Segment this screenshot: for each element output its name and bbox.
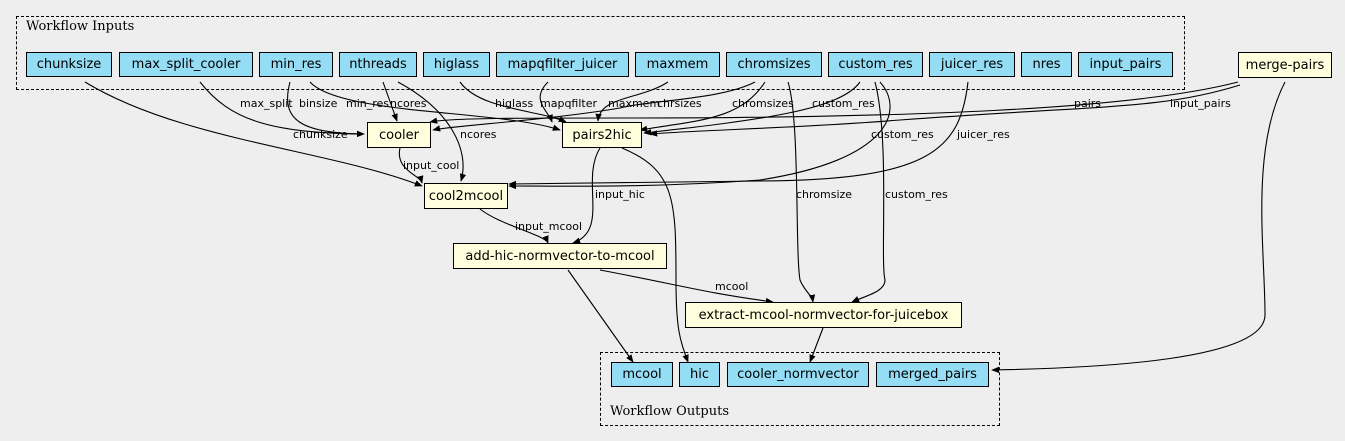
edge-mapqfilter-pairs2hic	[539, 81, 553, 123]
edge-merge-pairs-merged-pairs	[991, 81, 1286, 374]
label-ncores-cool2mcool: ncores	[460, 128, 497, 141]
input-max-split-cooler[interactable]: max_split_cooler	[119, 52, 253, 77]
edge-higlass-pairs2hic	[459, 81, 567, 123]
step-pairs2hic[interactable]: pairs2hic	[562, 122, 642, 148]
workflow-outputs-title: Workflow Outputs	[610, 404, 729, 419]
label-input-hic: input_hic	[595, 188, 645, 201]
edge-cooler-cool2mcool	[398, 147, 424, 184]
edge-chunksize-cool2mcool	[84, 81, 423, 187]
label-min-res: min_res	[346, 97, 389, 110]
edge-juicer-res-cool2mcool	[508, 81, 969, 188]
edge-input-pairs-pairs2hic	[649, 84, 1241, 137]
edge-pairs2hic-hic	[621, 147, 689, 363]
label-custom-res-cool2mcool: custom_res	[871, 128, 934, 141]
edge-custom-res-extract	[851, 81, 886, 303]
workflow-inputs-title: Workflow Inputs	[26, 19, 135, 34]
step-merge-pairs[interactable]: merge-pairs	[1238, 52, 1332, 78]
output-hic[interactable]: hic	[679, 362, 720, 387]
edge-min-res-cooler	[287, 81, 365, 138]
label-maxmem: maxmem	[608, 97, 660, 110]
edge-nthreads-cooler	[382, 81, 398, 122]
label-juicer-res: juicer_res	[956, 128, 1010, 141]
input-chunksize[interactable]: chunksize	[26, 52, 112, 77]
step-cooler[interactable]: cooler	[367, 122, 431, 148]
input-mapqfilter-juicer[interactable]: mapqfilter_juicer	[496, 52, 629, 77]
label-chunksize: chunksize	[293, 128, 348, 141]
label-pairs: pairs	[1074, 97, 1101, 110]
label-chromsizes: chromsizes	[732, 97, 794, 110]
input-min-res[interactable]: min_res	[259, 52, 333, 77]
label-ncores-cooler: ncores	[390, 97, 427, 110]
label-input-pairs: input_pairs	[1170, 97, 1231, 110]
edge-custom-res-pairs2hic	[643, 81, 861, 136]
edge-extract-cooler-normvector	[809, 327, 824, 363]
step-add-hic-normvector-to-mcool[interactable]: add-hic-normvector-to-mcool	[453, 243, 667, 269]
label-custom-res-extract: custom_res	[885, 188, 948, 201]
step-cool2mcool[interactable]: cool2mcool	[424, 183, 508, 209]
edge-custom-res-cool2mcool	[508, 81, 891, 190]
input-input-pairs[interactable]: input_pairs	[1078, 52, 1173, 77]
edge-cool2mcool-add-hic	[479, 208, 549, 244]
output-mcool[interactable]: mcool	[611, 362, 673, 387]
workflow-outputs-cluster	[600, 352, 1000, 426]
edge-chromsizes-extract	[787, 81, 816, 303]
label-chrsizes: chrsizes	[657, 97, 702, 110]
edge-chromsizes-pairs2hic	[639, 81, 766, 132]
edge-add-hic-mcool	[567, 269, 634, 363]
edge-maxmem-pairs2hic	[595, 81, 669, 122]
workflow-inputs-cluster	[16, 16, 1185, 90]
label-max-split: max_split	[240, 97, 293, 110]
input-nres[interactable]: nres	[1021, 52, 1072, 77]
label-input-mcool: input_mcool	[515, 220, 582, 233]
edge-max-split-cooler	[199, 81, 365, 138]
label-binsize: binsize	[299, 97, 338, 110]
label-custom-res-pairs2hic: custom_res	[812, 97, 875, 110]
input-custom-res[interactable]: custom_res	[828, 52, 923, 77]
label-input-cool: input_cool	[403, 159, 459, 172]
step-extract-mcool-normvector-for-juicebox[interactable]: extract-mcool-normvector-for-juicebox	[685, 302, 962, 328]
label-mapqfilter: mapqfilter	[540, 97, 597, 110]
input-higlass[interactable]: higlass	[423, 52, 490, 77]
edge-add-hic-extract	[599, 269, 774, 305]
edge-min-res-pairs2hic	[309, 81, 561, 131]
edge-pairs2hic-add-hic	[572, 147, 601, 244]
input-maxmem[interactable]: maxmem	[635, 52, 720, 77]
output-cooler-normvector[interactable]: cooler_normvector	[727, 362, 869, 387]
input-chromsizes[interactable]: chromsizes	[726, 52, 822, 77]
label-mcool: mcool	[715, 280, 748, 293]
label-higlass: higlass	[495, 97, 534, 110]
input-nthreads[interactable]: nthreads	[339, 52, 417, 77]
label-chromsize: chromsize	[796, 188, 852, 201]
output-merged-pairs[interactable]: merged_pairs	[876, 362, 989, 387]
edge-chromsizes-cooler	[432, 81, 756, 132]
input-juicer-res[interactable]: juicer_res	[929, 52, 1015, 77]
edge-nthreads-cool2mcool	[397, 81, 467, 182]
